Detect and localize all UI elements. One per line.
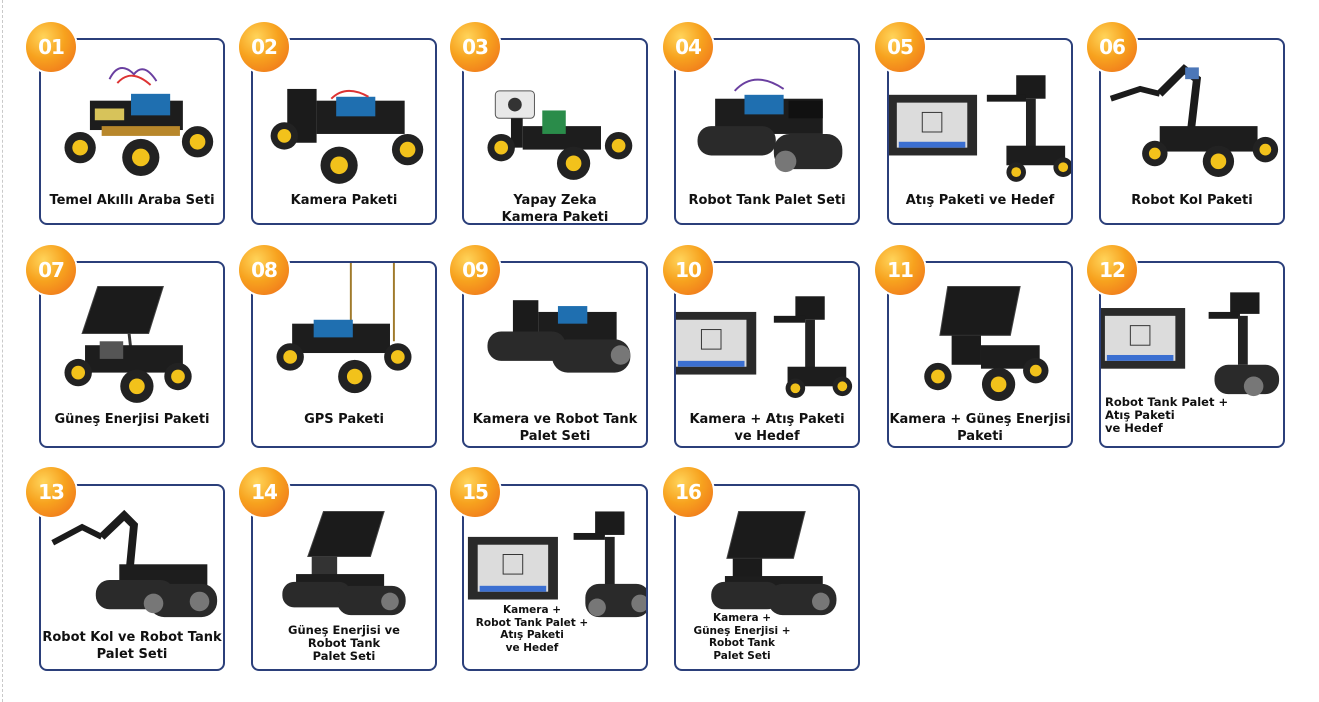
package-number-badge: 16 bbox=[663, 467, 713, 517]
camera-tank-shooting-robot-image bbox=[467, 511, 646, 618]
package-number-badge: 13 bbox=[26, 467, 76, 517]
package-number-badge: 06 bbox=[1087, 22, 1137, 72]
package-number-badge: 01 bbox=[26, 22, 76, 72]
package-number-badge: 07 bbox=[26, 245, 76, 295]
gps-car-robot-image bbox=[276, 263, 412, 394]
mecanum-car-robot-image bbox=[64, 67, 214, 177]
package-label: Kamera Paketi bbox=[290, 193, 398, 208]
package-card-08[interactable]: GPS Paketi bbox=[251, 261, 437, 448]
package-number-badge: 15 bbox=[450, 467, 500, 517]
package-number-badge: 09 bbox=[450, 245, 500, 295]
package-card-03[interactable]: Yapay Zeka Kamera Paketi bbox=[462, 38, 648, 225]
package-label: Yapay Zeka Kamera Paketi bbox=[501, 193, 609, 225]
package-card-12[interactable]: Robot Tank Palet + Atış Paketi ve Hedef bbox=[1099, 261, 1285, 448]
package-card-09[interactable]: Kamera ve Robot Tank Palet Seti bbox=[462, 261, 648, 448]
package-number-badge: 04 bbox=[663, 22, 713, 72]
page-edge-divider bbox=[2, 0, 3, 702]
package-card-15[interactable]: Kamera + Robot Tank Palet + Atış Paketi … bbox=[462, 484, 648, 671]
package-label: GPS Paketi bbox=[304, 412, 384, 427]
package-number-badge: 11 bbox=[875, 245, 925, 295]
package-number-badge: 05 bbox=[875, 22, 925, 72]
package-card-10[interactable]: Kamera + Atış Paketi ve Hedef bbox=[674, 261, 860, 448]
tank-robot-image bbox=[697, 78, 843, 173]
package-label: Güneş Enerjisi ve Robot Tank Palet Seti bbox=[288, 623, 400, 663]
camera-solar-tank-robot-image bbox=[711, 510, 837, 616]
package-label: Kamera ve Robot Tank Palet Seti bbox=[472, 412, 638, 444]
solar-tank-robot-image bbox=[282, 510, 406, 616]
tank-shooting-robot-image bbox=[1101, 292, 1280, 397]
package-card-07[interactable]: Güneş Enerjisi Paketi bbox=[39, 261, 225, 448]
package-number-badge: 02 bbox=[239, 22, 289, 72]
camera-car-robot-image bbox=[270, 88, 424, 184]
package-number-badge: 12 bbox=[1087, 245, 1137, 295]
package-label: Kamera + Robot Tank Palet + Atış Paketi … bbox=[475, 604, 589, 654]
package-card-06[interactable]: Robot Kol Paketi bbox=[1099, 38, 1285, 225]
package-label: Robot Tank Palet Seti bbox=[688, 193, 846, 208]
package-number-badge: 03 bbox=[450, 22, 500, 72]
package-label: Kamera + Güneş Enerjisi Paketi bbox=[889, 412, 1071, 444]
robot-arm-car-image bbox=[1109, 64, 1279, 177]
package-label: Temel Akıllı Araba Seti bbox=[49, 193, 215, 208]
camera-solar-robot-image bbox=[924, 286, 1049, 401]
package-label: Robot Kol ve Robot Tank Palet Seti bbox=[42, 630, 222, 662]
shooting-target-robot-image bbox=[889, 75, 1071, 182]
package-card-16[interactable]: Kamera + Güneş Enerjisi + Robot Tank Pal… bbox=[674, 484, 860, 671]
package-label: Robot Kol Paketi bbox=[1131, 193, 1253, 208]
ai-camera-car-robot-image bbox=[487, 90, 633, 180]
camera-tank-robot-image bbox=[487, 300, 631, 373]
package-label: Kamera + Güneş Enerjisi + Robot Tank Pal… bbox=[693, 612, 791, 662]
camera-shooting-robot-image bbox=[676, 296, 853, 399]
package-card-14[interactable]: Güneş Enerjisi ve Robot Tank Palet Seti bbox=[251, 484, 437, 671]
package-card-11[interactable]: Kamera + Güneş Enerjisi Paketi bbox=[887, 261, 1073, 448]
package-card-04[interactable]: Robot Tank Palet Seti bbox=[674, 38, 860, 225]
arm-tank-robot-image bbox=[51, 509, 218, 618]
package-card-13[interactable]: Robot Kol ve Robot Tank Palet Seti bbox=[39, 484, 225, 671]
package-card-01[interactable]: Temel Akıllı Araba Seti bbox=[39, 38, 225, 225]
package-number-badge: 08 bbox=[239, 245, 289, 295]
solar-car-robot-image bbox=[64, 286, 192, 403]
package-card-05[interactable]: Atış Paketi ve Hedef bbox=[887, 38, 1073, 225]
package-label: Kamera + Atış Paketi ve Hedef bbox=[689, 412, 845, 444]
package-number-badge: 10 bbox=[663, 245, 713, 295]
package-card-02[interactable]: Kamera Paketi bbox=[251, 38, 437, 225]
package-label: Güneş Enerjisi Paketi bbox=[54, 412, 210, 427]
package-label: Atış Paketi ve Hedef bbox=[905, 193, 1055, 208]
package-label: Robot Tank Palet + Atış Paketi ve Hedef bbox=[1105, 395, 1229, 435]
package-number-badge: 14 bbox=[239, 467, 289, 517]
